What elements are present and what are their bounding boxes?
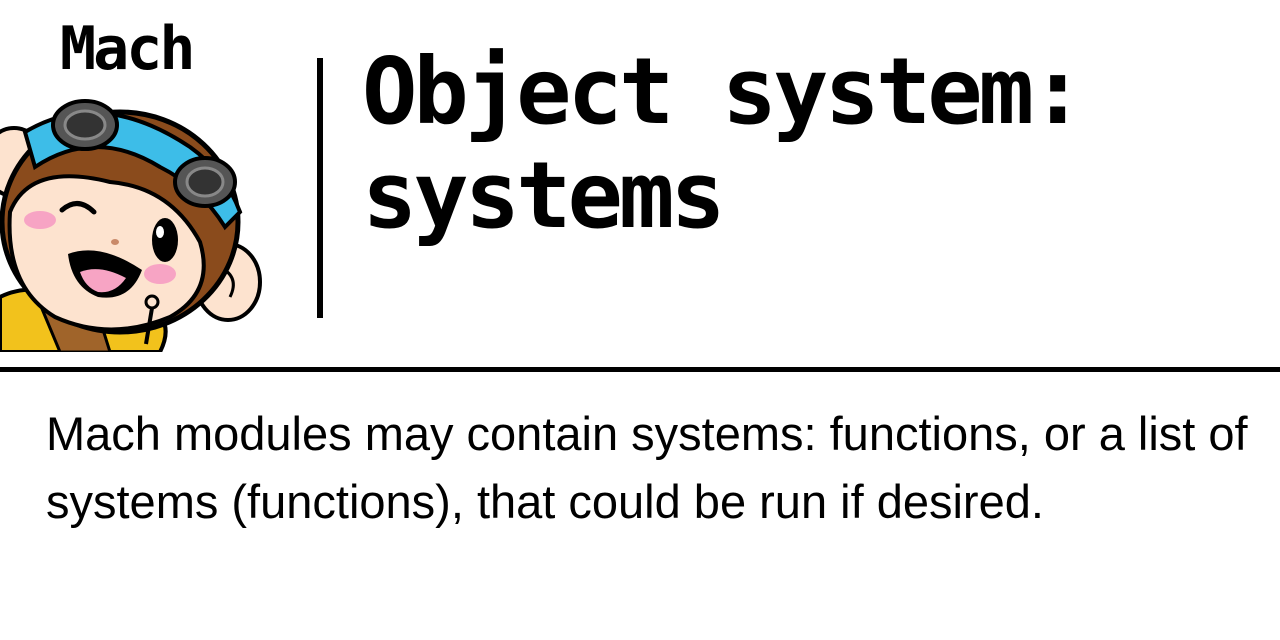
brand-name: Mach [60, 14, 195, 84]
description-text: Mach modules may contain systems: functi… [46, 407, 1248, 528]
monkey-mascot-icon [0, 99, 262, 352]
horizontal-divider [0, 367, 1280, 372]
brand-block: Mach [0, 0, 300, 355]
vertical-divider [317, 58, 323, 318]
page-title: Object system: systems [362, 38, 1085, 249]
